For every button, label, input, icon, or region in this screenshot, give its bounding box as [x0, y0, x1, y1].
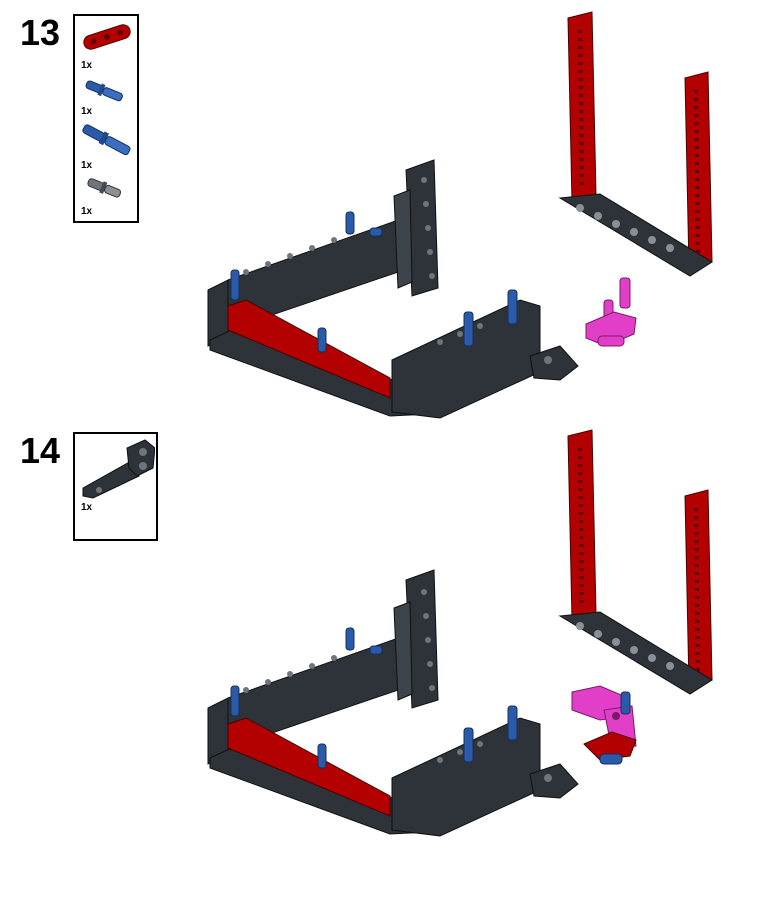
blue-axle-pin-short-icon: [85, 80, 123, 102]
blue-pins: [230, 627, 518, 769]
step-13: 13 1x 1x: [0, 0, 768, 420]
step-14: 14 1x: [0, 420, 768, 860]
parts-list-box: 1x: [73, 432, 158, 541]
part-qty: 1x: [81, 502, 93, 513]
red-upright-frame: [558, 11, 713, 277]
assembly-illustration-14: [207, 429, 713, 837]
red-upright-frame: [558, 429, 713, 695]
red-beam-part-icon: [83, 24, 131, 50]
parts-list-box: 1x 1x 1x 1x: [73, 14, 139, 223]
part-qty: 1x: [81, 60, 93, 71]
magenta-liftarm-assembly: [571, 685, 637, 765]
part-qty: 1x: [81, 160, 93, 171]
dark-base-frame: [207, 159, 579, 419]
step-number: 14: [20, 430, 61, 471]
blue-pins: [230, 211, 518, 353]
part-qty: 1x: [81, 206, 93, 217]
gray-pin-icon: [87, 178, 122, 198]
step-number: 13: [20, 12, 61, 53]
dark-bent-liftarm-icon: [82, 439, 155, 499]
dark-base-frame: [207, 569, 579, 837]
part-qty: 1x: [81, 106, 93, 117]
blue-axle-pin-long-icon: [82, 124, 131, 156]
assembly-illustration-13: [207, 11, 713, 419]
magenta-connector: [585, 277, 637, 347]
